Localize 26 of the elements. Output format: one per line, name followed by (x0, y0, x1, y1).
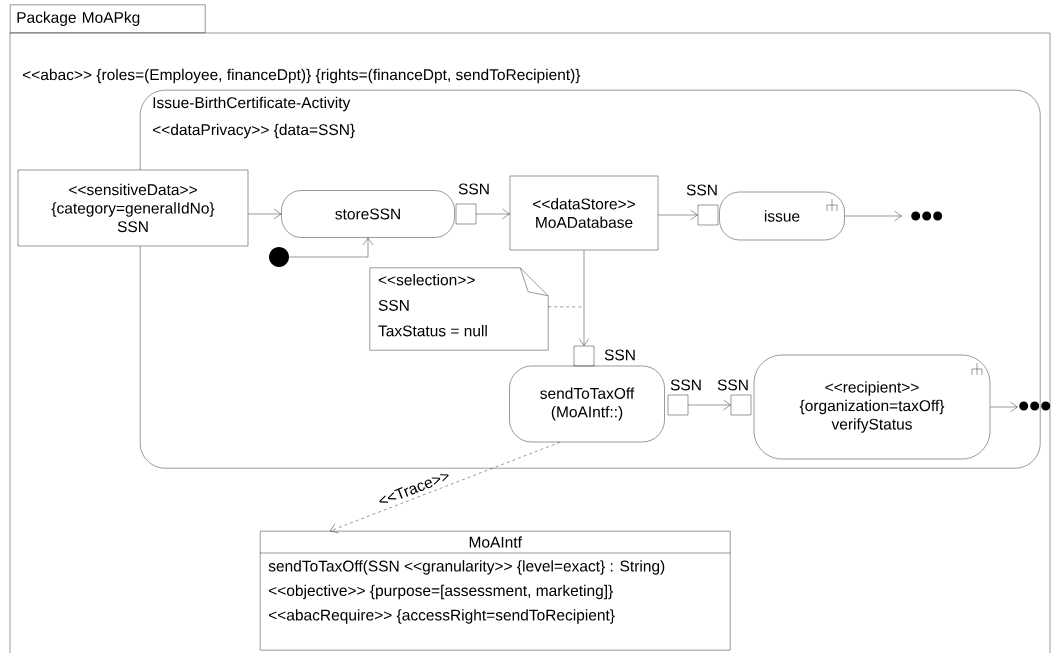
object-box: <<sensitiveData>> {category=generalIdNo} SSN (17, 169, 249, 247)
pin-label: SSN (604, 349, 635, 361)
arrow (289, 237, 374, 258)
pin-label: SSN (670, 379, 701, 391)
arrow (844, 210, 902, 222)
arrow (990, 401, 1018, 413)
arrow (688, 399, 731, 411)
arrow (578, 250, 590, 346)
continuation-dots (911, 211, 943, 221)
arrow (476, 208, 510, 220)
arrow (658, 209, 698, 221)
object-box: <<dataStore>> MoADatabase (509, 175, 659, 251)
action-box: <<recipient>> {organization=taxOff} verifyStatus (753, 354, 991, 460)
arrow (248, 208, 282, 220)
initial-node (269, 247, 289, 267)
pin-label: SSN (458, 183, 489, 195)
pin-label: SSN (717, 379, 748, 391)
action-box: sendToTaxOff (MoAIntf::) (509, 365, 665, 443)
class-box: MoAIntf sendToTaxOff(SSN <<granularity>> {level=exact} : String) <<objective>> {purpose=[assessment, marketing]} <<abacRequire>> {accessRight=sendToRecipient} (259, 531, 731, 651)
node-label: <<abac>> {roles=(Employee, financeDpt)} {rights=(financeDpt, sendToRecipient)} (22, 68, 581, 84)
action-box: issue (719, 191, 845, 241)
arrow (330, 442, 561, 534)
continuation-dots (1019, 401, 1051, 411)
pin-label: SSN (686, 184, 717, 196)
action-box: storeSSN (281, 190, 455, 238)
note-box: <<selection>> SSN TaxStatus = null (369, 267, 549, 351)
